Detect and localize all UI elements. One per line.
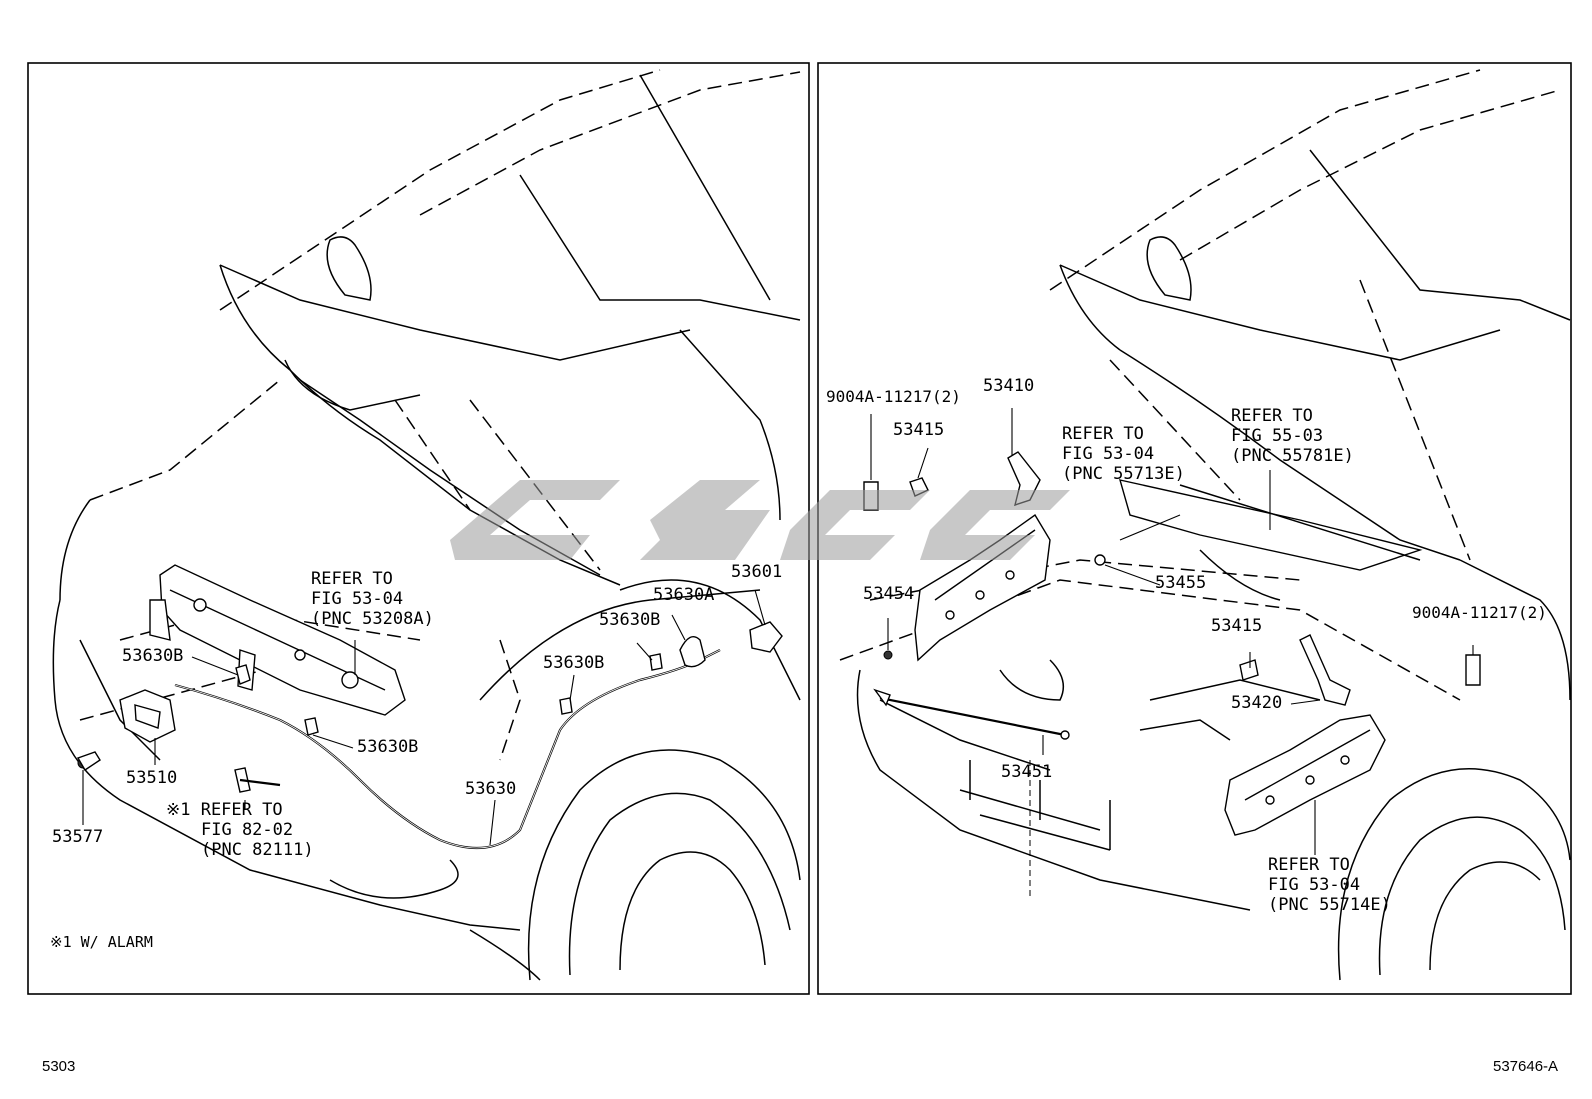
- label-53410: 53410: [983, 376, 1035, 396]
- refer-cowl-line3: (PNC 55781E): [1231, 446, 1354, 466]
- radiator-support-part: [149, 564, 406, 716]
- label-53630B-upper-right: 53630B: [599, 610, 661, 630]
- label-53451: 53451: [1001, 762, 1053, 782]
- refer-hinge-upper-line2: FIG 53-04: [1062, 444, 1155, 464]
- label-53630: 53630: [465, 779, 517, 799]
- refer-support-line1: REFER TO: [311, 569, 393, 589]
- hood-lock-part: [76, 689, 176, 771]
- alarm-note: ※1 W/ ALARM: [50, 933, 153, 951]
- refer-alarm-line2: FIG 82-02: [201, 820, 294, 840]
- label-53577: 53577: [52, 827, 104, 847]
- refer-support-line3: (PNC 53208A): [311, 609, 434, 629]
- label-53455: 53455: [1155, 573, 1207, 593]
- refer-cowl-line2: FIG 55-03: [1231, 426, 1324, 446]
- refer-hinge-lower-line1: REFER TO: [1268, 855, 1350, 875]
- refer-hinge-lower-line3: (PNC 55714E): [1268, 895, 1391, 915]
- label-53420: 53420: [1231, 693, 1283, 713]
- hood-support-rod-part: [873, 688, 1070, 740]
- refer-hinge-upper-line1: REFER TO: [1062, 424, 1144, 444]
- figure-number: 5303: [42, 1058, 76, 1075]
- label-9004A-left: 9004A-11217(2): [826, 387, 961, 406]
- label-53630B-mid: 53630B: [357, 737, 419, 757]
- label-53601: 53601: [731, 562, 783, 582]
- refer-alarm-line1: ※1 REFER TO: [166, 800, 283, 820]
- watermark-logo: [450, 480, 1070, 560]
- hood-hinge-right-part: [1094, 554, 1481, 836]
- refer-alarm-line3: (PNC 82111): [201, 840, 314, 860]
- label-53415-upper: 53415: [893, 420, 945, 440]
- refer-cowl-line1: REFER TO: [1231, 406, 1313, 426]
- refer-hinge-lower-line2: FIG 53-04: [1268, 875, 1361, 895]
- label-53630A: 53630A: [653, 585, 715, 605]
- label-53630B-left: 53630B: [122, 646, 184, 666]
- label-9004A-right: 9004A-11217(2): [1412, 603, 1547, 622]
- refer-hinge-upper-line3: (PNC 55713E): [1062, 464, 1185, 484]
- label-53630B-lower-right: 53630B: [543, 653, 605, 673]
- label-53415-lower: 53415: [1211, 616, 1263, 636]
- drawing-id: 537646-A: [1493, 1058, 1559, 1075]
- right-leader-lines: [870, 408, 1474, 900]
- release-cable: [174, 621, 783, 850]
- refer-support-line2: FIG 53-04: [311, 589, 404, 609]
- label-53454: 53454: [863, 584, 915, 604]
- left-leader-lines: [82, 589, 766, 846]
- label-53510: 53510: [126, 768, 178, 788]
